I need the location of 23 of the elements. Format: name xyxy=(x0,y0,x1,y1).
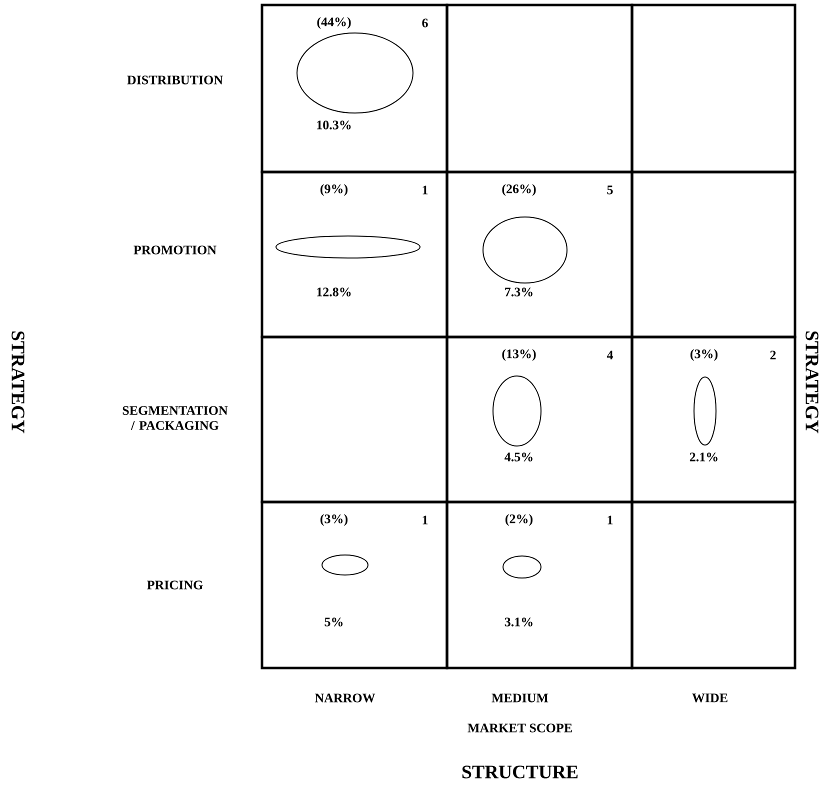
title: STRUCTURE xyxy=(462,766,578,778)
data-cell: (3%) 2 2.1% xyxy=(630,336,796,504)
grid-cell xyxy=(446,4,634,174)
row-label: PROMOTION xyxy=(134,246,216,254)
data-cell: (2%) 1 3.1% xyxy=(446,500,634,670)
column-label: MEDIUM xyxy=(492,694,548,702)
axis-title: MARKET SCOPE xyxy=(468,724,572,732)
data-cell: (44%) 6 10.3% xyxy=(260,4,448,174)
column-label: NARROW xyxy=(314,694,376,702)
row-label: DISTRIBUTION xyxy=(127,76,223,84)
data-cell: (3%) 1 5% xyxy=(260,500,448,670)
row-label: SEGMENTATION / PACKAGING xyxy=(122,406,228,430)
grid-cell xyxy=(630,170,796,338)
column-label: WIDE xyxy=(692,694,728,702)
data-cell: (26%) 5 7.3% xyxy=(446,170,634,338)
data-cell: (13%) 4 4.5% xyxy=(446,336,634,504)
grid-cell xyxy=(630,500,796,670)
grid-cell xyxy=(630,4,796,174)
row-label: PRICING xyxy=(147,580,203,590)
data-cell: (9%) 1 12.8% xyxy=(260,170,448,338)
axis-title: STRATEGY xyxy=(12,331,24,434)
axis-title: STRATEGY xyxy=(806,331,818,434)
grid-cell xyxy=(260,336,448,504)
